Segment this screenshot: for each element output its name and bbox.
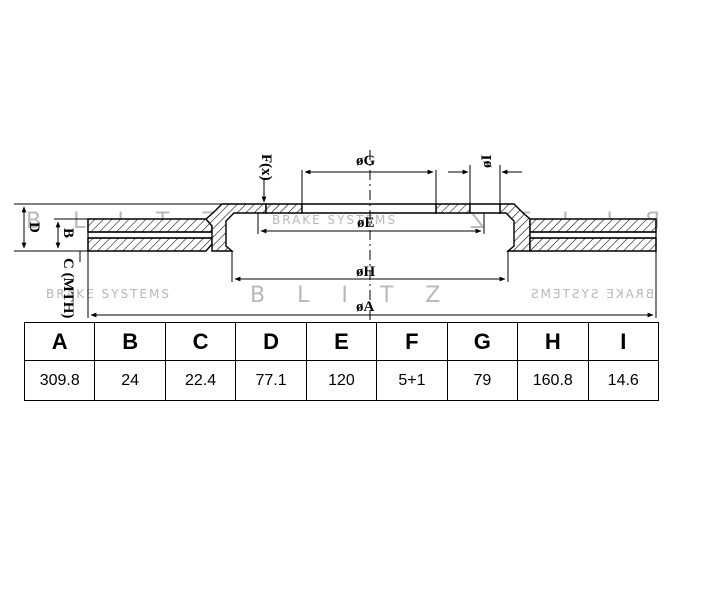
dimension-f: F(x) xyxy=(258,154,274,203)
watermark-tagline-left: BRAKE SYSTEMS xyxy=(46,287,171,301)
left-hat-wall xyxy=(205,203,267,252)
spec-table: A B C D E F G H I 309.8 24 22.4 77.1 120… xyxy=(23,322,659,401)
value-a: 309.8 xyxy=(23,360,96,401)
hat-flange-left xyxy=(265,203,303,214)
left-vent-channel xyxy=(87,219,212,251)
label-d: D xyxy=(26,222,42,233)
watermark-tagline-top: BRAKE SYSTEMS xyxy=(272,213,397,227)
label-f: F(x) xyxy=(258,154,274,181)
right-vent-channel xyxy=(530,219,657,251)
header-d: D xyxy=(235,322,307,361)
dimension-i: øI xyxy=(448,155,522,204)
dimension-e: øE xyxy=(257,213,485,234)
dimension-g: øG xyxy=(301,153,437,204)
dimension-h: øH xyxy=(231,251,509,282)
header-g: G xyxy=(446,322,519,361)
right-friction-ring-upper xyxy=(529,218,657,233)
hat-top-plate xyxy=(301,203,437,214)
watermark-brand-center: BLITZ xyxy=(250,283,472,308)
label-i: øI xyxy=(479,155,495,169)
dimension-c: C (MTH) xyxy=(60,251,81,318)
right-hat-wall xyxy=(499,203,531,252)
label-c-mth: C (MTH) xyxy=(60,258,76,318)
spec-value-row: 309.8 24 22.4 77.1 120 5+1 79 160.8 14.6 xyxy=(23,360,659,401)
value-i: 14.6 xyxy=(587,360,659,401)
header-b: B xyxy=(94,322,166,361)
right-stud-hole-section xyxy=(469,203,501,214)
disc-section xyxy=(87,203,657,252)
dimension-b: B xyxy=(54,218,88,249)
header-c: C xyxy=(164,322,237,361)
value-g: 79 xyxy=(446,360,519,401)
header-i: I xyxy=(587,322,659,361)
value-c: 22.4 xyxy=(164,360,237,401)
dimension-a: øA xyxy=(87,251,657,318)
label-g: øG xyxy=(356,153,376,169)
dimension-d: D xyxy=(14,203,222,252)
value-f: 5+1 xyxy=(376,360,448,401)
label-h: øH xyxy=(356,264,376,280)
hat-flange-right xyxy=(435,203,471,214)
label-a: øA xyxy=(356,299,375,315)
left-friction-ring-lower xyxy=(87,237,213,252)
header-e: E xyxy=(305,322,378,361)
header-a: A xyxy=(23,322,96,361)
right-friction-ring-lower xyxy=(529,237,657,252)
header-f: F xyxy=(376,322,448,361)
value-h: 160.8 xyxy=(517,360,589,401)
watermark-tagline-mirrored: BRAKE SYSTEMS xyxy=(529,287,654,301)
left-friction-ring-upper xyxy=(87,218,213,233)
label-e: øE xyxy=(357,215,375,231)
header-h: H xyxy=(517,322,589,361)
value-b: 24 xyxy=(94,360,166,401)
label-b: B xyxy=(60,228,76,238)
spec-header-row: A B C D E F G H I xyxy=(23,322,659,361)
value-d: 77.1 xyxy=(235,360,307,401)
value-e: 120 xyxy=(305,360,378,401)
